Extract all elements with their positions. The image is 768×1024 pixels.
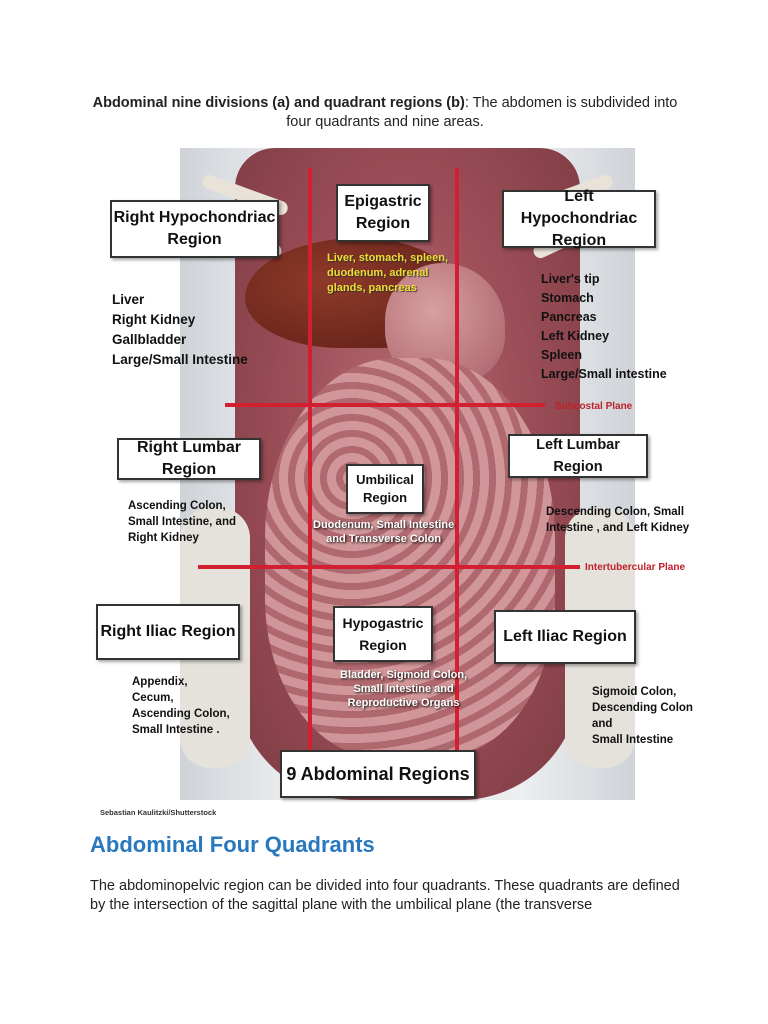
organs-left-lumbar: Descending Colon, Small Intestine , and … bbox=[546, 506, 690, 534]
region-left-lumbar: Left Lumbar Region bbox=[508, 434, 648, 478]
image-credit: Sebastian Kaulitzki/Shutterstock bbox=[100, 808, 217, 817]
intertubercular-plane-label: Intertubercular Plane bbox=[585, 562, 686, 573]
intertubercular-plane-line bbox=[198, 565, 580, 569]
region-left-hypochondriac: Left Hypochondriac Region bbox=[502, 188, 656, 249]
organs-right-lumbar: Ascending Colon, Small Intestine, and Ri… bbox=[128, 500, 236, 544]
left-vertical-plane-line bbox=[308, 168, 312, 778]
subcostal-plane-line bbox=[225, 403, 545, 407]
caption-bold: Abdominal nine divisions (a) and quadran… bbox=[92, 95, 465, 111]
organs-right-hypochondriac: Liver Right Kidney Gallbladder Large/Sma… bbox=[112, 292, 248, 367]
caption-text: : The abdomen is subdivided into four qu… bbox=[286, 95, 678, 130]
intestines bbox=[265, 358, 555, 758]
organs-right-iliac: Appendix, Cecum, Ascending Colon, Small … bbox=[132, 676, 230, 736]
section-paragraph: The abdominopelvic region can be divided… bbox=[90, 878, 680, 913]
figure-caption: Abdominal nine divisions (a) and quadran… bbox=[90, 94, 680, 132]
abdominal-regions-figure: Subcostal Plane Intertubercular Plane Ri… bbox=[96, 148, 710, 800]
region-umbilical: Umbilical Region bbox=[346, 464, 424, 514]
organs-umbilical: Duodenum, Small Intestine and Transverse… bbox=[313, 519, 455, 545]
region-right-hypochondriac: Right Hypochondriac Region bbox=[110, 200, 279, 258]
organs-left-iliac: Sigmoid Colon, Descending Colon and Smal… bbox=[592, 686, 693, 746]
organs-hypogastric: Bladder, Sigmoid Colon, Small Intestine … bbox=[340, 669, 468, 709]
organs-left-hypochondriac: Liver's tip Stomach Pancreas Left Kidney… bbox=[541, 272, 667, 381]
region-hypogastric: Hypogastric Region bbox=[333, 606, 433, 662]
region-left-iliac: Left Iliac Region bbox=[494, 610, 636, 664]
region-right-iliac: Right Iliac Region bbox=[96, 604, 240, 660]
organs-epigastric: Liver, stomach, spleen, duodenum, adrena… bbox=[327, 252, 449, 294]
right-vertical-plane-line bbox=[455, 168, 459, 778]
region-right-lumbar: Right Lumbar Region bbox=[117, 438, 261, 480]
figure-title: 9 Abdominal Regions bbox=[280, 750, 476, 798]
region-epigastric: Epigastric Region bbox=[336, 184, 430, 242]
section-heading: Abdominal Four Quadrants bbox=[90, 832, 375, 857]
subcostal-plane-label: Subcostal Plane bbox=[555, 401, 633, 412]
